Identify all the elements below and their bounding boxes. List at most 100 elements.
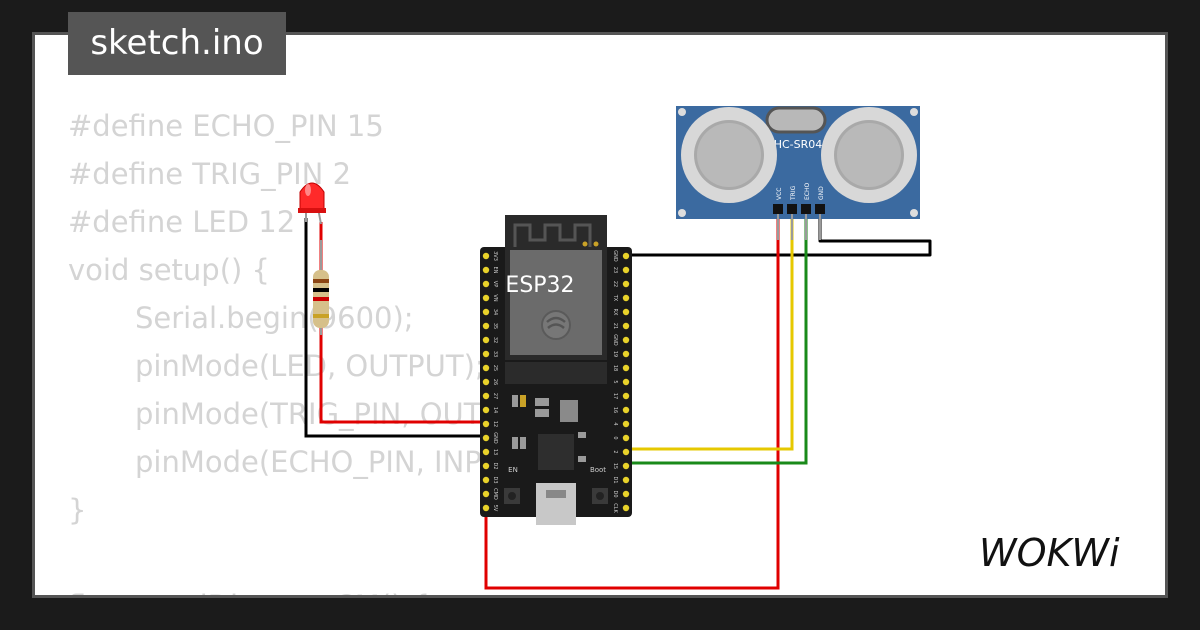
esp32-pin[interactable]: [482, 378, 490, 386]
sensor-pin[interactable]: [801, 204, 811, 214]
esp32-pin-label: 5: [612, 380, 618, 383]
esp32-pin[interactable]: [622, 420, 630, 428]
wire-trig[interactable]: [626, 212, 794, 451]
esp32-pin[interactable]: [482, 476, 490, 484]
esp32-pin-label: 17: [612, 393, 618, 399]
wire-led-to-gpio12[interactable]: [319, 222, 486, 424]
esp32-pin[interactable]: [482, 266, 490, 274]
esp32-pin-label: 35: [492, 323, 498, 329]
esp32-pin[interactable]: [482, 490, 490, 498]
sensor-pin-label: TRIG: [790, 185, 797, 201]
esp32-pin[interactable]: [482, 504, 490, 512]
resistor-component[interactable]: [313, 240, 329, 335]
esp32-pin-label: 12: [492, 421, 498, 427]
esp32-pin[interactable]: [482, 336, 490, 344]
esp32-pin-label: D3: [492, 476, 498, 483]
esp32-pin[interactable]: [622, 406, 630, 414]
esp32-pin-label: GND: [612, 334, 618, 346]
esp32-pin-label: D1: [612, 476, 618, 483]
esp32-pin-label: 14: [492, 407, 498, 413]
esp32-pin[interactable]: [622, 448, 630, 456]
code-preview: #define ECHO_PIN 15 #define TRIG_PIN 2 #de…: [68, 102, 628, 595]
wire-resistor-to-gnd[interactable]: [304, 218, 486, 438]
esp32-pin[interactable]: [482, 308, 490, 316]
wire-vcc[interactable]: [484, 212, 780, 590]
esp32-pin[interactable]: [622, 266, 630, 274]
esp32-pin[interactable]: [622, 462, 630, 470]
sensor-label: HC-SR04: [774, 138, 823, 151]
esp32-pin-label: 4: [612, 422, 618, 425]
sensor-pin[interactable]: [787, 204, 797, 214]
esp32-pin-label: 19: [612, 351, 618, 357]
esp32-pin-label: 25: [492, 365, 498, 371]
esp32-pin-label: 16: [612, 407, 618, 413]
esp32-pin[interactable]: [482, 462, 490, 470]
wokwi-logo: WOKWi: [979, 531, 1120, 575]
esp32-pin[interactable]: [482, 406, 490, 414]
esp32-pin[interactable]: [482, 448, 490, 456]
esp32-pin-label: 0: [612, 436, 618, 439]
esp32-pin-label: 5V: [492, 505, 498, 512]
code-line: #define TRIG_PIN 2: [68, 157, 352, 191]
esp32-pin[interactable]: [622, 490, 630, 498]
esp32-pin[interactable]: [622, 336, 630, 344]
esp32-pin[interactable]: [482, 350, 490, 358]
sensor-pin-label: VCC: [776, 188, 783, 200]
esp32-pin-label: D0: [612, 490, 618, 497]
sensor-pin-label: ECHO: [804, 183, 811, 200]
esp32-pin[interactable]: [482, 294, 490, 302]
code-line: float readDistanceCM() {: [68, 582, 628, 595]
esp32-pin[interactable]: [482, 392, 490, 400]
esp32-pin-label: 27: [492, 393, 498, 399]
esp32-pin-label: D2: [492, 462, 498, 469]
esp32-pin-label: 15: [612, 463, 618, 469]
esp32-pin-label: VN: [492, 294, 498, 301]
esp32-pin-label: EN: [492, 267, 498, 274]
esp32-pin[interactable]: [622, 308, 630, 316]
esp32-pin-label: 22: [612, 281, 618, 287]
sensor-pin[interactable]: [815, 204, 825, 214]
esp32-pin[interactable]: [622, 364, 630, 372]
esp32-pin-label: 13: [492, 449, 498, 455]
esp32-pin-label: 32: [492, 337, 498, 343]
esp32-board[interactable]: ESP32 EN Boot 3V3ENVPVN34353233252627141…: [480, 215, 632, 525]
esp32-pin-label: TX: [612, 294, 618, 302]
esp32-pin-label: CMD: [492, 488, 498, 500]
esp32-pin-label: RX: [612, 309, 618, 316]
esp32-pin[interactable]: [482, 364, 490, 372]
esp32-pin-label: VP: [492, 281, 498, 287]
esp32-pin[interactable]: [622, 294, 630, 302]
esp32-pin[interactable]: [482, 420, 490, 428]
esp32-pin[interactable]: [622, 476, 630, 484]
esp32-pin[interactable]: [482, 280, 490, 288]
boot-button-label: Boot: [590, 466, 606, 474]
esp32-pin[interactable]: [482, 322, 490, 330]
code-line: void setup() {: [68, 253, 270, 287]
code-line: }: [68, 493, 87, 527]
file-title-tab[interactable]: sketch.ino: [68, 12, 286, 75]
esp32-pin-label: CLK: [612, 503, 618, 513]
esp32-pin[interactable]: [622, 434, 630, 442]
esp32-pin[interactable]: [622, 280, 630, 288]
esp32-pin[interactable]: [622, 322, 630, 330]
esp32-pin-label: 33: [492, 351, 498, 357]
esp32-pin[interactable]: [622, 378, 630, 386]
esp32-pin[interactable]: [622, 350, 630, 358]
esp32-pin[interactable]: [622, 392, 630, 400]
code-line: #define LED 12: [68, 205, 296, 239]
code-line: #define ECHO_PIN 15: [68, 109, 384, 143]
wire-echo[interactable]: [626, 212, 808, 465]
esp32-pin[interactable]: [482, 434, 490, 442]
led-component[interactable]: [298, 182, 326, 225]
esp32-pin[interactable]: [482, 252, 490, 260]
esp32-pin-label: GND: [612, 250, 618, 262]
esp32-pin-label: 3V3: [492, 251, 498, 261]
sensor-pin[interactable]: [773, 204, 783, 214]
esp32-pin[interactable]: [622, 504, 630, 512]
esp32-pin[interactable]: [622, 252, 630, 260]
esp32-label: ESP32: [505, 273, 574, 298]
